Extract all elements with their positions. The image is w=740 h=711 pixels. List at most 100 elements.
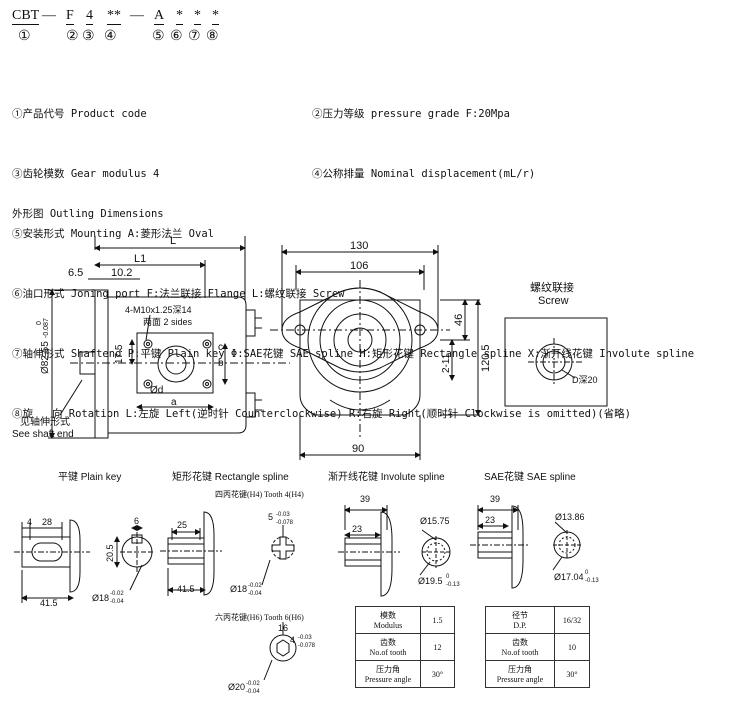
rs-4: 4 — [290, 635, 295, 645]
dim-90: 90 — [352, 443, 364, 455]
legend-5: ⑤安装形式 Mounting A:菱形法兰 Oval — [12, 228, 214, 240]
iv-15-75: Ø15.75 — [420, 516, 450, 526]
cell-en: No.of tooth — [501, 648, 539, 657]
rs-5: 5 — [268, 512, 273, 522]
pk-41-5: 41.5 — [40, 598, 58, 608]
code-s8: * — [212, 8, 219, 25]
rs-dia18: Ø18 — [230, 584, 247, 594]
table-cell: 1.5 — [420, 606, 455, 634]
iv-tol-a: 0 — [446, 574, 450, 580]
front-view — [270, 245, 481, 460]
rect-spline-drawing — [160, 511, 297, 681]
code-c4: ④ — [104, 29, 117, 44]
legend-1: ①产品代号 Product code — [12, 108, 147, 120]
legend-8: ⑧旋 向 Rotation L:左旋 Left(逆时针 Counterclock… — [12, 408, 631, 420]
code-c3: ③ — [82, 29, 95, 44]
dim-c: c — [218, 342, 223, 353]
title-sae-spline: SAE花键 SAE spline — [484, 472, 576, 483]
rs-41-5: 41.5 — [177, 584, 195, 594]
pk-tol-b: -0.04 — [110, 599, 124, 605]
title-tooth6: 六丙花键(H6) Tooth 6(H6) — [215, 613, 304, 622]
sae-39: 39 — [490, 494, 500, 504]
rs-tol6: -0.04 — [246, 689, 260, 695]
title-rect-spline: 矩形花键 Rectangle spline — [172, 472, 289, 483]
title-tooth4: 四丙花键(H4) Tooth 4(H4) — [215, 490, 304, 499]
dim-b: b — [218, 358, 224, 369]
involute-spline-drawing — [338, 505, 451, 597]
cell-cn: 压力角 — [508, 665, 532, 674]
table-cell: 30° — [420, 660, 455, 688]
cell-cn: 压力角 — [376, 665, 400, 674]
code-c6: ⑥ — [170, 29, 183, 44]
model-code: CBT — F 4 ** — A * * * ① ② ③ ④ ⑤ ⑥ ⑦ ⑧ — [12, 8, 242, 48]
legend-7: ⑦轴伸形式 Shaftend P:平键 Plain key Φ:SAE花键 SA… — [12, 348, 695, 360]
rs-tol5: -0.02 — [246, 681, 260, 687]
code-dash-2: — — [130, 8, 144, 23]
iv-19-5: Ø19.5 — [418, 576, 443, 586]
rs-tol-b: -0.04 — [248, 591, 262, 597]
code-c5: ⑤ — [152, 29, 165, 44]
table-cell: 10 — [554, 633, 590, 661]
dim-od: Ød — [150, 385, 163, 396]
sae-17-04: Ø17.04 — [554, 572, 584, 582]
sae-tol-a: 0 — [585, 570, 589, 576]
dim-dia-tol-a: 0 — [36, 321, 43, 325]
cell-en: D.P. — [513, 621, 527, 630]
iv-tol-b: -0.13 — [446, 582, 460, 588]
code-cbt: CBT — [12, 8, 40, 25]
dim-46: 46 — [453, 314, 465, 326]
dim-l1: L1 — [134, 253, 146, 265]
title-plain-key: 平键 Plain key — [58, 472, 122, 483]
dim-10-2: 10.2 — [111, 267, 132, 279]
dim-sides: 两面 2 sides — [143, 317, 193, 327]
rs-tol3: -0.03 — [298, 635, 312, 641]
cell-cn: 齿数 — [512, 638, 528, 647]
pk-28: 28 — [42, 517, 52, 527]
code-f: F — [66, 8, 74, 25]
pk-6: 6 — [134, 516, 139, 526]
rs-dia20: Ø20 — [228, 682, 245, 692]
dim-120-5: 120.5 — [480, 344, 492, 372]
pk-20-5: 20.5 — [105, 544, 115, 562]
dim-6-5: 6.5 — [68, 267, 83, 279]
side-view — [48, 236, 290, 439]
cell-en: Modulus — [373, 621, 403, 630]
sae-spline-drawing — [470, 505, 581, 589]
code-s7: * — [194, 8, 201, 25]
dim-dia-tol-b: -0.087 — [43, 318, 50, 338]
dim-a: a — [171, 397, 177, 408]
rs-tol2: -0.078 — [276, 520, 294, 526]
rs-tol1: -0.03 — [276, 512, 290, 518]
dim-thread: 4-M10x1.25深14 — [125, 305, 192, 315]
dim-130: 130 — [350, 240, 368, 252]
code-c2: ② — [66, 29, 79, 44]
table-cell: 12 — [420, 633, 455, 661]
dim-2-11: 2-11 — [441, 353, 452, 373]
cell-cn: 齿数 — [380, 638, 396, 647]
dim-dia-82: Ø82.55 — [40, 341, 51, 374]
legend-3: ③齿轮模数 Gear modulus 4 — [12, 168, 160, 180]
sae-23: 23 — [485, 515, 495, 525]
rs-25: 25 — [177, 520, 187, 530]
shaft-note-en: See shaft end — [12, 429, 74, 440]
rs-tol4: -0.078 — [298, 643, 316, 649]
legend-2: ②压力等级 pressure grade F:20Mpa — [312, 108, 510, 120]
dim-l: L — [170, 235, 176, 247]
sae-13-86: Ø13.86 — [555, 512, 585, 522]
code-a: A — [154, 8, 165, 25]
code-4: 4 — [86, 8, 93, 25]
cell-en: Pressure angle — [364, 675, 412, 684]
cell-cn: 径节 — [512, 611, 528, 620]
